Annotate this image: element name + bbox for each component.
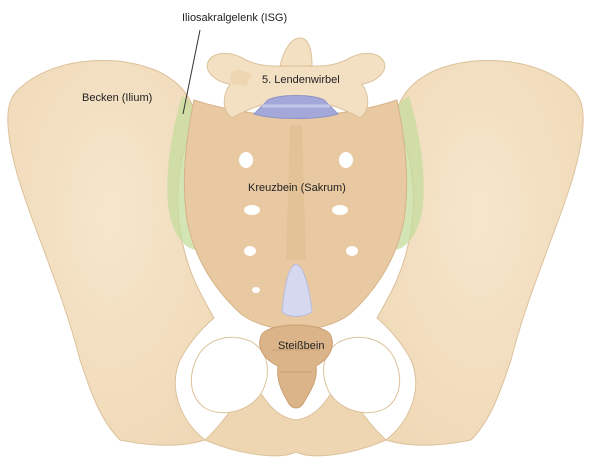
- sacral-foramen-l3: [244, 246, 256, 256]
- sacral-foramen-l4: [252, 287, 260, 293]
- label-isg: Iliosakralgelenk (ISG): [182, 12, 287, 24]
- label-ilium: Becken (Ilium): [82, 92, 152, 104]
- label-sacrum: Kreuzbein (Sakrum): [248, 182, 346, 194]
- sacral-foramen-r1: [339, 152, 353, 168]
- label-lumbar-vertebra: 5. Lendenwirbel: [262, 74, 340, 86]
- sacral-foramen-l1: [239, 152, 253, 168]
- sacral-foramen-r2: [332, 205, 348, 215]
- coccyx: [260, 325, 333, 408]
- l5-spinous-process: [280, 38, 312, 66]
- sacral-foramen-l2: [244, 205, 260, 215]
- sacral-foramen-r3: [346, 246, 358, 256]
- label-coccyx: Steißbein: [278, 340, 324, 352]
